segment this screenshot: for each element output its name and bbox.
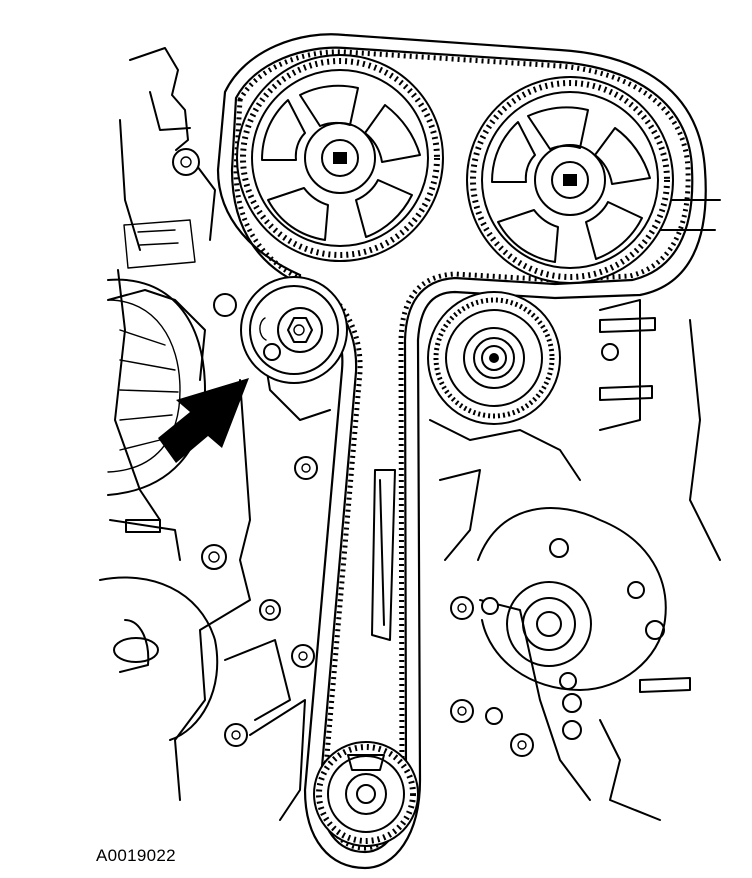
crankshaft-sprocket [313,741,419,847]
idler-pulley [427,291,561,425]
camshaft-sprocket-left [236,54,444,262]
water-pump-pulley [107,278,206,496]
figure-id-label: A0019022 [96,846,176,865]
tensioner-pulley [240,276,348,384]
arrow-icon [158,378,249,463]
camshaft-sprocket-right [466,76,674,284]
oil-pump-housing [477,507,667,691]
